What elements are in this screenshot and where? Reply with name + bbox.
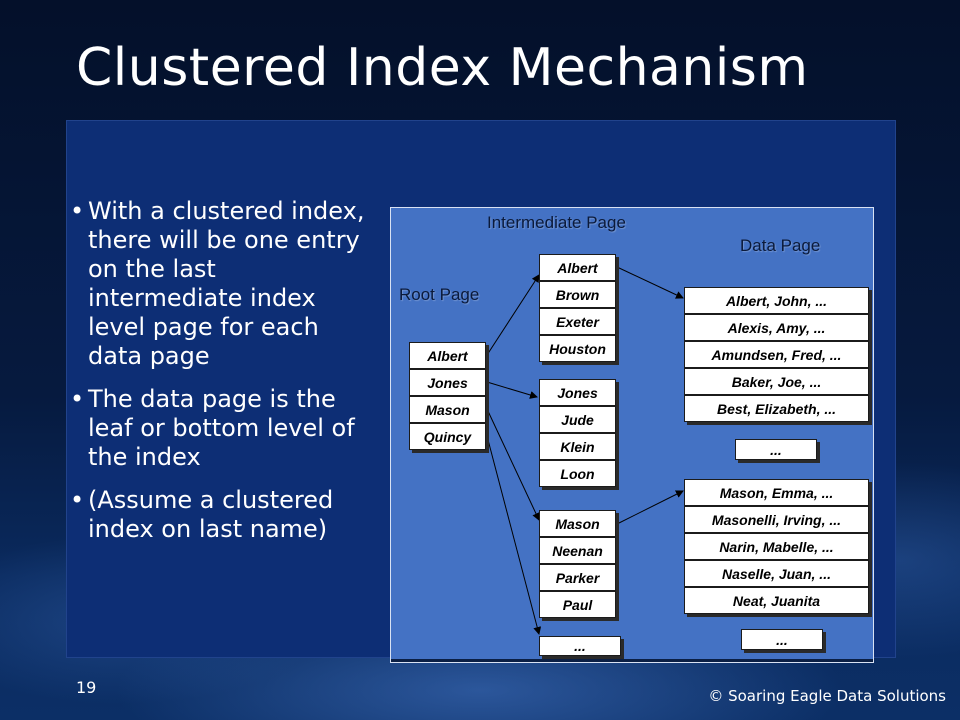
data-row: Neat, Juanita: [684, 587, 869, 614]
intermediate-entry: Houston: [539, 335, 616, 362]
diagram-arrows: [486, 266, 684, 635]
arrow-root-albert: [486, 274, 540, 356]
data-row: Amundsen, Fred, ...: [684, 341, 869, 368]
data-row: Alexis, Amy, ...: [684, 314, 869, 341]
slide-title: Clustered Index Mechanism: [76, 38, 809, 98]
root-page-label: Root Page: [399, 285, 480, 304]
data-ellipsis: ...: [735, 439, 817, 460]
intermediate-entry: Exeter: [539, 308, 616, 335]
data-row: Masonelli, Irving, ...: [684, 506, 869, 533]
intermediate-entry: Albert: [539, 254, 616, 281]
intermediate-entry: Loon: [539, 460, 616, 487]
intermediate-entry: Mason: [539, 510, 616, 537]
arrow-root-quincy: [486, 435, 542, 635]
data-row: Baker, Joe, ...: [684, 368, 869, 395]
arrow-mason-data: [616, 490, 684, 525]
data-ellipsis: ...: [741, 629, 823, 650]
data-page-label: Data Page: [740, 236, 821, 255]
root-entry-jones: Jones: [409, 369, 486, 396]
data-row: Mason, Emma, ...: [684, 479, 869, 506]
data-row: Albert, John, ...: [684, 287, 869, 314]
copyright-notice: © Soaring Eagle Data Solutions: [708, 687, 946, 705]
bullet-list: With a clustered index, there will be on…: [70, 197, 370, 558]
arrow-root-mason: [486, 408, 540, 521]
bullet-item: The data page is the leaf or bottom leve…: [70, 385, 370, 472]
intermediate-entry: Parker: [539, 564, 616, 591]
page-number: 19: [76, 678, 97, 697]
intermediate-entry: Klein: [539, 433, 616, 460]
intermediate-ellipsis: ...: [539, 636, 621, 656]
intermediate-entry: Paul: [539, 591, 616, 618]
intermediate-entry: Brown: [539, 281, 616, 308]
root-entry-albert: Albert: [409, 342, 486, 369]
data-row: Naselle, Juan, ...: [684, 560, 869, 587]
intermediate-entry: Jude: [539, 406, 616, 433]
root-entry-quincy: Quincy: [409, 423, 486, 450]
clustered-index-diagram: Intermediate Page Data Page Root Page Al…: [390, 207, 874, 663]
intermediate-entry: Jones: [539, 379, 616, 406]
arrow-albert-data: [616, 266, 684, 299]
bullet-item: With a clustered index, there will be on…: [70, 197, 370, 371]
root-entry-mason: Mason: [409, 396, 486, 423]
data-row: Best, Elizabeth, ...: [684, 395, 869, 422]
arrow-root-jones: [486, 381, 538, 399]
intermediate-page-label: Intermediate Page: [487, 213, 626, 232]
bullet-item: (Assume a clustered index on last name): [70, 486, 370, 544]
data-row: Narin, Mabelle, ...: [684, 533, 869, 560]
intermediate-entry: Neenan: [539, 537, 616, 564]
